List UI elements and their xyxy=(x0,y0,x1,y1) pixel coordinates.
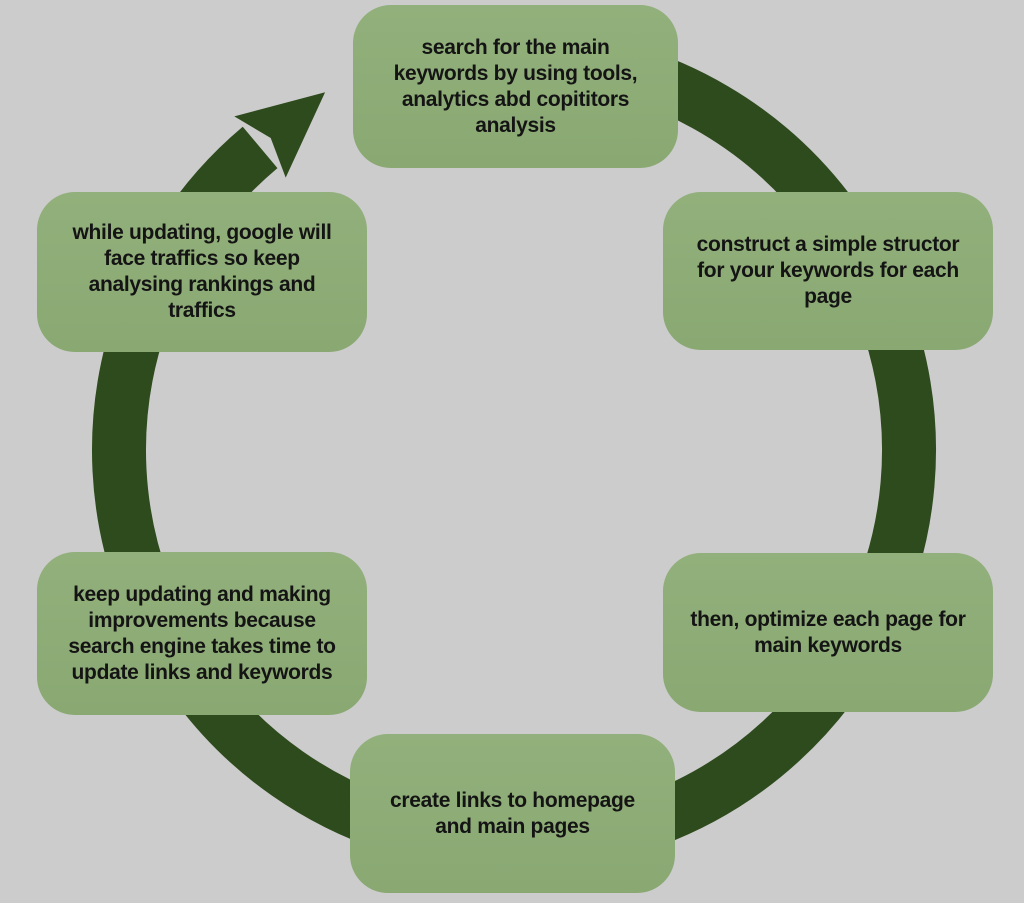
cycle-ring-arc xyxy=(91,34,936,873)
step-box-keep-updating: keep updating and making improvements be… xyxy=(37,552,367,715)
step-box-optimize-pages: then, optimize each page for main keywor… xyxy=(663,553,993,712)
step-text-optimize-pages: then, optimize each page for main keywor… xyxy=(690,607,966,657)
step-text-analyse-rankings: while updating, google will face traffic… xyxy=(72,221,332,322)
step-text-keep-updating: keep updating and making improvements be… xyxy=(68,582,336,684)
step-text-create-links: create links to homepage and main pages xyxy=(390,788,635,838)
step-box-search-keywords: search for the main keywords by using to… xyxy=(353,5,678,168)
step-text-construct-structure: construct a simple structor for your key… xyxy=(696,233,960,308)
step-box-analyse-rankings: while updating, google will face traffic… xyxy=(37,192,367,352)
step-box-construct-structure: construct a simple structor for your key… xyxy=(663,192,993,350)
cycle-arrowhead-icon xyxy=(234,92,326,178)
step-box-create-links: create links to homepage and main pages xyxy=(350,734,675,893)
step-text-search-keywords: search for the main keywords by using to… xyxy=(393,35,638,137)
